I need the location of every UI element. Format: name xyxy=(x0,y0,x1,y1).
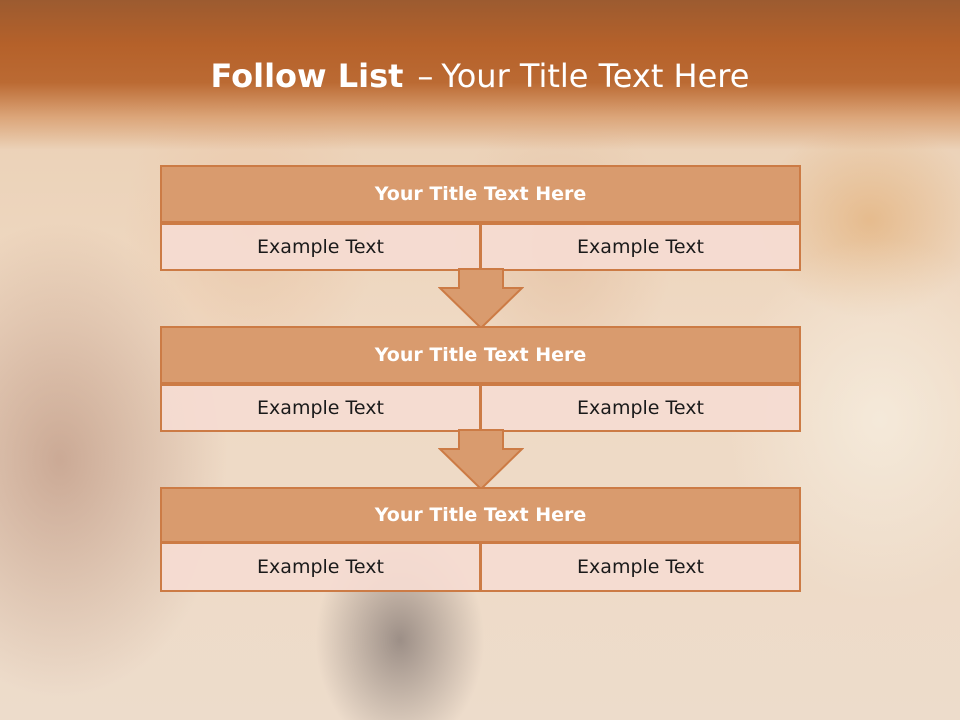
block-cell-right: Example Text xyxy=(480,223,801,271)
block-cell-left: Example Text xyxy=(160,542,481,592)
down-arrow-icon xyxy=(438,429,524,491)
title-rest: Your Title Text Here xyxy=(441,57,750,95)
block-title: Your Title Text Here xyxy=(160,487,801,543)
slide-title: Follow List–Your Title Text Here xyxy=(0,56,960,96)
block-cell-right: Example Text xyxy=(480,542,801,592)
block-title: Your Title Text Here xyxy=(160,165,801,223)
block-cell-left: Example Text xyxy=(160,223,481,271)
block-cell-right: Example Text xyxy=(480,384,801,432)
flow-block-2: Your Title Text Here Example Text Exampl… xyxy=(160,326,801,433)
title-strong: Follow List xyxy=(210,57,404,95)
block-title: Your Title Text Here xyxy=(160,326,801,384)
flow-block-3: Your Title Text Here Example Text Exampl… xyxy=(160,487,801,594)
title-dash: – xyxy=(417,57,434,95)
down-arrow-icon xyxy=(438,268,524,330)
title-banner xyxy=(0,0,960,150)
block-cell-left: Example Text xyxy=(160,384,481,432)
flow-block-1: Your Title Text Here Example Text Exampl… xyxy=(160,165,801,272)
